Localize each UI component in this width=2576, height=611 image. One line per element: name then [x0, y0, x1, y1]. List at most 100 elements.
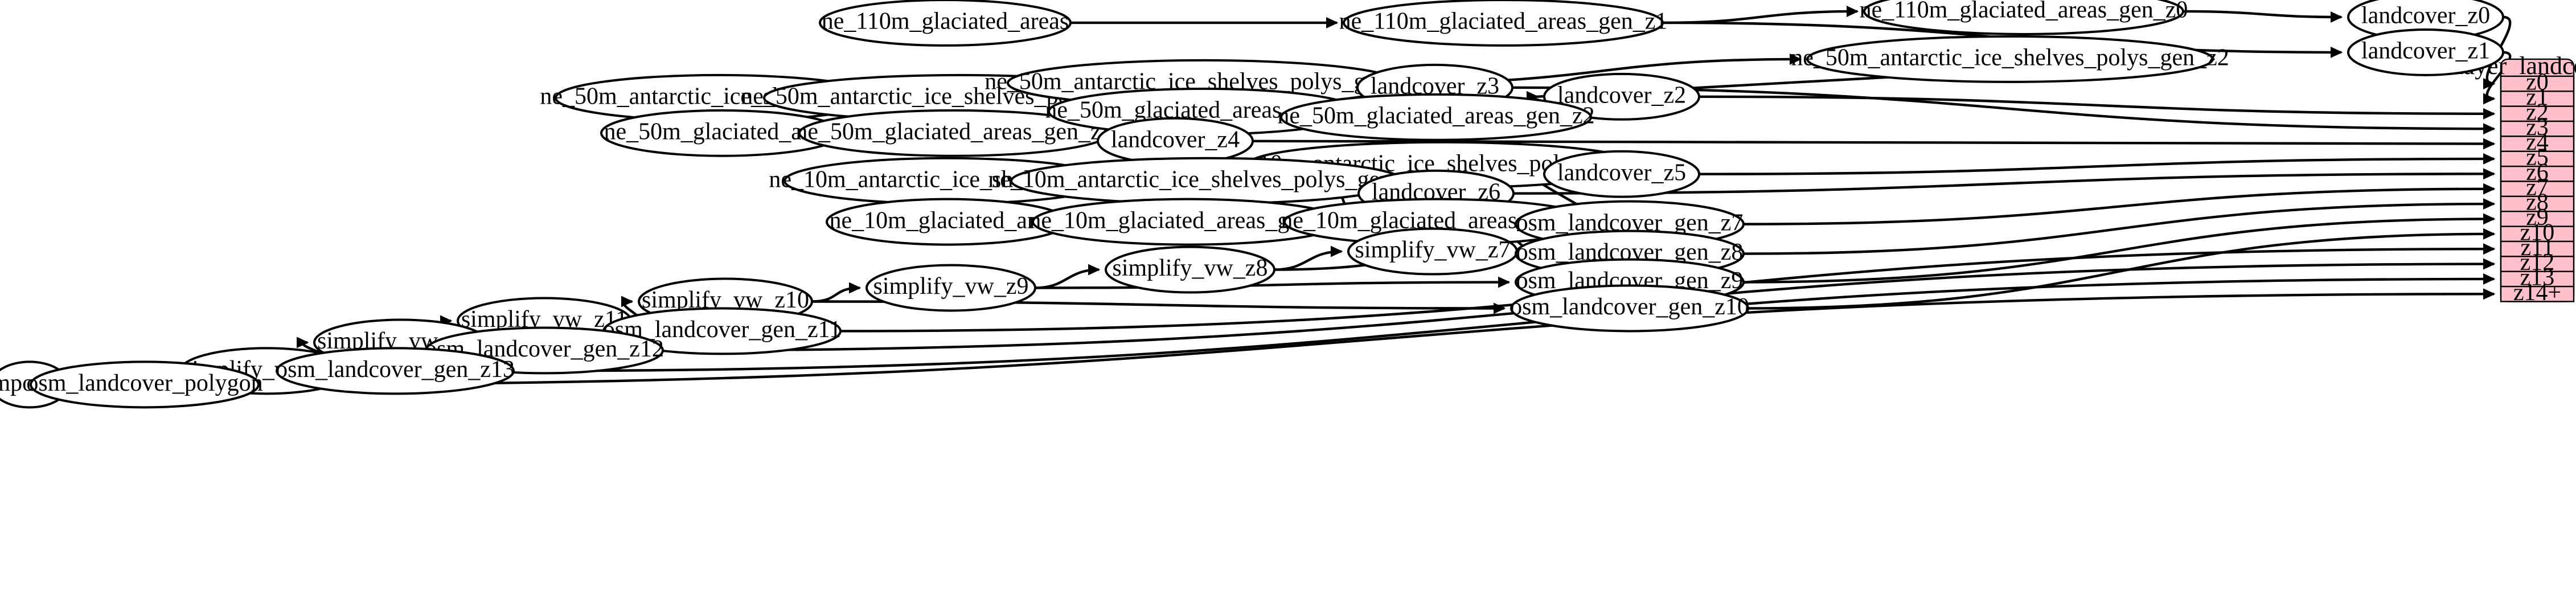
edge-arrowhead [2483, 168, 2496, 180]
table-row-z13[interactable] [2500, 270, 2575, 288]
edge-arrowhead [2483, 273, 2496, 285]
edge-arrowhead [2483, 243, 2496, 255]
edge-arrowhead [1847, 6, 1859, 17]
graph-edge [1743, 187, 2495, 225]
graph-node-ne_50m_antarctic_ice_shelves_polys_gen_z2[interactable]: ne_50m_antarctic_ice_shelves_polys_gen_z… [1791, 35, 2229, 83]
graph-node-osm_landcover_gen_z13[interactable]: osm_landcover_gen_z13 [276, 347, 515, 395]
graph-edge [1699, 157, 2495, 175]
edge-arrowhead [2483, 153, 2496, 165]
edge-arrowhead [2483, 183, 2496, 195]
graph-node-landcover_z1[interactable]: landcover_z1 [2347, 28, 2504, 76]
graph-node-ne_110m_glaciated_areas[interactable]: ne_110m_glaciated_areas [819, 0, 1072, 47]
node-label: simplify_vw_z8 [1113, 255, 1268, 281]
node-ellipse[interactable] [819, 0, 1072, 47]
node-label: ne_10m_glaciated_areas [829, 207, 1065, 233]
graph-edge [1748, 232, 2495, 310]
graph-edge [1743, 218, 2495, 284]
node-ellipse[interactable] [865, 264, 1036, 312]
graph-node-simplify_vw_z9[interactable]: simplify_vw_z9 [865, 264, 1036, 312]
node-ellipse[interactable] [1510, 284, 1749, 333]
graph-node-landcover_z4[interactable]: landcover_z4 [1097, 117, 1254, 165]
node-ellipse[interactable] [1543, 72, 1700, 121]
node-label: osm_landcover_gen_z13 [276, 356, 515, 383]
graph-edge [1252, 140, 2495, 145]
edge-arrowhead [2483, 123, 2496, 135]
node-ellipse[interactable] [1863, 0, 2184, 35]
table-row-z1[interactable] [2500, 91, 2575, 107]
graph-node-landcover_z0[interactable]: landcover_z0 [2347, 0, 2504, 41]
table-row-z0[interactable] [2500, 75, 2575, 92]
node-label: ne_110m_glaciated_areas_gen_z1 [1339, 9, 1668, 35]
node-label: ne_50m_antarctic_ice_shelves_polys_gen_z… [1791, 45, 2229, 71]
graph-node-osm_landcover_gen_z11[interactable]: osm_landcover_gen_z11 [602, 307, 842, 355]
graph-node-landcover_z2[interactable]: landcover_z2 [1543, 72, 1700, 121]
edge-arrowhead [1331, 245, 1343, 257]
edge-arrowhead [1326, 17, 1339, 28]
graph-edge [258, 293, 2495, 386]
node-label: ne_10m_antarctic_ice_shelves_polys_gen_z… [988, 166, 1426, 192]
node-label: osm_landcover_gen_z10 [1510, 294, 1749, 320]
table-row-z6[interactable] [2500, 165, 2575, 182]
graph-node-simplify_vw_z8[interactable]: simplify_vw_z8 [1105, 245, 1275, 294]
graph-node-osm_landcover_gen_z10[interactable]: osm_landcover_gen_z10 [1510, 284, 1749, 333]
node-ellipse[interactable] [276, 347, 515, 395]
edge-arrowhead [1088, 264, 1101, 276]
node-ellipse[interactable] [1543, 150, 1700, 198]
node-label: ne_110m_glaciated_areas_gen_z0 [1860, 0, 2188, 23]
graph-edge [1035, 281, 1509, 289]
node-ellipse[interactable] [2347, 28, 2504, 76]
table-row-z2[interactable] [2500, 105, 2575, 122]
graph-node-ne_110m_glaciated_areas_gen_z1[interactable]: ne_110m_glaciated_areas_gen_z1 [1339, 0, 1668, 47]
edge-arrowhead [2483, 108, 2496, 120]
node-label: landcover_z5 [1557, 159, 1686, 186]
graph-edge [1699, 95, 2495, 116]
edge-arrowhead [2483, 198, 2496, 210]
graph-node-landcover_z5[interactable]: landcover_z5 [1543, 150, 1700, 198]
edge-arrowhead [2483, 288, 2496, 300]
table-row-z12[interactable] [2500, 256, 2575, 272]
node-ellipse[interactable] [1280, 93, 1592, 141]
edge-arrowhead [1498, 276, 1511, 288]
table-row-z10[interactable] [2500, 225, 2575, 243]
node-label: ne_50m_glaciated_areas_gen_z4 [795, 118, 1113, 145]
edge-arrowhead [2331, 46, 2343, 58]
table-row-z9[interactable] [2500, 211, 2575, 227]
node-layer: ne_110m_glaciated_areas ne_110m_glaciated… [0, 0, 2504, 409]
edge-arrowhead [2483, 213, 2496, 225]
edge-arrowhead [849, 282, 862, 294]
node-label: landcover_z1 [2361, 38, 2490, 64]
table-layer: layer_landcoverz0z1z2z3z4z5z6z7z8z9z10z1… [2456, 52, 2576, 306]
node-label: ne_50m_glaciated_areas_gen_z2 [1277, 102, 1594, 129]
edge-arrowhead [2483, 93, 2496, 105]
graph-node-ne_10m_glaciated_areas[interactable]: ne_10m_glaciated_areas [826, 198, 1069, 246]
node-label: ne_110m_glaciated_areas [822, 9, 1069, 35]
node-ellipse[interactable] [1105, 245, 1275, 294]
graph-edge [2183, 10, 2342, 19]
graph-edge [1512, 86, 2495, 130]
node-ellipse[interactable] [1806, 35, 2214, 83]
graph-node-simplify_vw_z7[interactable]: simplify_vw_z7 [1347, 227, 1518, 276]
table-row-z5[interactable] [2500, 150, 2575, 167]
node-ellipse[interactable] [1343, 0, 1664, 47]
edge-arrowhead [2483, 138, 2496, 150]
graph-node-osm_landcover_polygon[interactable]: osm_landcover_polygon [26, 360, 263, 409]
table-row-z14+[interactable] [2500, 285, 2575, 302]
node-label: landcover_z4 [1111, 126, 1240, 153]
node-label: osm_landcover_polygon [26, 370, 262, 396]
graph-edge [1513, 173, 2495, 195]
node-ellipse[interactable] [30, 360, 260, 409]
graph-node-ne_10m_antarctic_ice_shelves_polys_gen_z6[interactable]: ne_10m_antarctic_ice_shelves_polys_gen_z… [988, 157, 1426, 205]
table-row-z11[interactable] [2500, 240, 2575, 257]
graph-node-ne_110m_glaciated_areas_gen_z0[interactable]: ne_110m_glaciated_areas_gen_z0 [1860, 0, 2188, 35]
edge-arrowhead [2483, 258, 2496, 270]
graph-node-ne_10m_glaciated_areas_gen_z6[interactable]: ne_10m_glaciated_areas_gen_z6 [1029, 198, 1347, 246]
graph-edge [1743, 202, 2495, 255]
graph-node-ne_50m_glaciated_areas_gen_z4[interactable]: ne_50m_glaciated_areas_gen_z4 [795, 109, 1113, 157]
table-row-z3[interactable] [2500, 120, 2575, 137]
graph-node-ne_50m_glaciated_areas_gen_z2[interactable]: ne_50m_glaciated_areas_gen_z2 [1277, 93, 1595, 141]
edge-arrowhead [2331, 11, 2343, 23]
edge-arrowhead [2483, 78, 2496, 90]
table-row-z8[interactable] [2500, 195, 2575, 212]
